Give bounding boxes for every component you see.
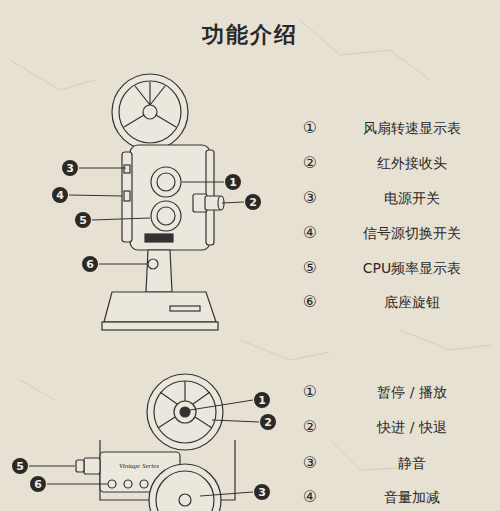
projector-drawing: [102, 74, 224, 330]
callout-circle: 3: [62, 160, 78, 176]
callout-circle: 3: [254, 484, 270, 500]
list-number: ④: [303, 487, 317, 506]
callout-number: 6: [86, 259, 94, 270]
callout-circle: 1: [254, 392, 270, 408]
list-number: ②: [303, 417, 317, 436]
player-drawing: [76, 374, 235, 511]
callout-number: 2: [249, 197, 257, 208]
leader-line: [29, 400, 259, 496]
function-name: CPU频率显示表: [363, 260, 461, 277]
function-name: 暂停 / 播放: [377, 384, 447, 401]
callout-circle: 5: [75, 212, 91, 228]
callout-circle: 6: [82, 256, 98, 272]
callout-circle: 1: [225, 174, 241, 190]
list-number: ⑥: [303, 292, 317, 311]
list-number: ②: [303, 153, 317, 172]
callout-number: 5: [16, 461, 24, 472]
function-name: 快进 / 快退: [377, 419, 447, 436]
callout-number: 1: [258, 395, 266, 406]
leader-line: [69, 168, 244, 264]
function-name: 底座旋钮: [384, 294, 440, 311]
callout-circle: 2: [245, 194, 261, 210]
callout-circle: 5: [12, 458, 28, 474]
function-name: 音量加减: [384, 489, 440, 506]
callout-number: 1: [229, 177, 237, 188]
callout-number: 3: [258, 487, 266, 498]
callout-number: 6: [34, 479, 42, 490]
callout-circle: 6: [30, 476, 46, 492]
list-number: ④: [303, 223, 317, 242]
function-name: 红外接收头: [377, 155, 447, 172]
function-name: 电源开关: [384, 190, 440, 207]
brand-text: Vintage Series: [119, 462, 159, 470]
paper-texture: [10, 20, 490, 470]
page-title: 功能介绍: [202, 22, 298, 48]
callout-number: 3: [66, 163, 74, 174]
list-number: ①: [303, 382, 317, 401]
callout-number: 5: [79, 215, 87, 226]
list-number: ③: [303, 453, 317, 472]
callout-number: 4: [56, 190, 64, 201]
callout-circle: 4: [52, 187, 68, 203]
callout-number: 2: [264, 417, 272, 428]
function-name: 信号源切换开关: [363, 225, 461, 242]
list-number: ③: [303, 188, 317, 207]
function-name: 静音: [398, 455, 426, 472]
list-number: ①: [303, 118, 317, 137]
callout-circle: 2: [260, 414, 276, 430]
list-number: ⑤: [303, 258, 317, 277]
function-name: 风扇转速显示表: [363, 120, 461, 137]
